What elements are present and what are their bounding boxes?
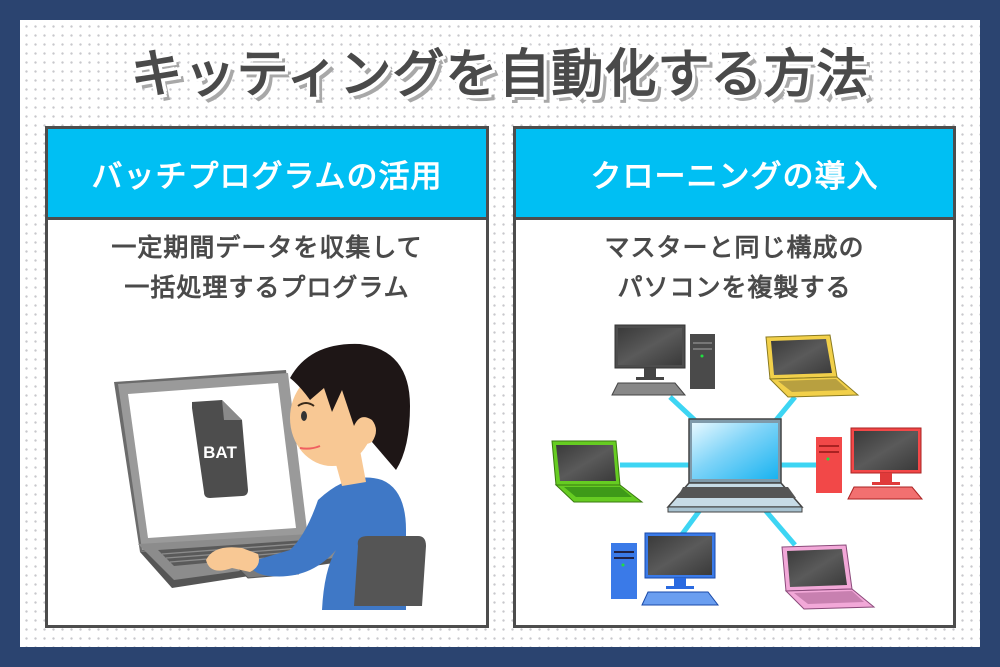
panel-heading-text: クローニングの導入 bbox=[590, 158, 879, 195]
gray-desktop-icon bbox=[611, 324, 715, 396]
panel-description: 一定期間データを収集して 一括処理するプログラム bbox=[48, 220, 486, 308]
svg-text:BAT: BAT bbox=[203, 443, 237, 462]
person-at-laptop-illustration: BAT bbox=[110, 330, 430, 610]
description-line: マスターと同じ構成の bbox=[604, 233, 865, 262]
description-line: 一括処理するプログラム bbox=[124, 273, 410, 302]
red-desktop-icon bbox=[816, 427, 924, 500]
yellow-laptop-icon bbox=[765, 334, 860, 398]
network-diagram-icon bbox=[551, 324, 924, 610]
pink-laptop-icon bbox=[781, 544, 876, 610]
panel-description: マスターと同じ構成の パソコンを複製する bbox=[516, 220, 953, 308]
panel-heading-text: バッチプログラムの活用 bbox=[91, 158, 443, 195]
bat-file-icon: BAT bbox=[192, 400, 248, 498]
panel-heading: クローニングの導入 bbox=[516, 129, 953, 220]
green-laptop-icon bbox=[551, 440, 644, 503]
master-laptop-icon bbox=[666, 418, 804, 513]
description-line: パソコンを複製する bbox=[617, 273, 852, 302]
description-line: 一定期間データを収集して bbox=[111, 233, 423, 262]
panel-heading: バッチプログラムの活用 bbox=[48, 129, 486, 220]
page-title: キッティングを自動化する方法 bbox=[130, 45, 870, 105]
panel-cloning: クローニングの導入 マスターと同じ構成の パソコンを複製する bbox=[513, 126, 956, 628]
blue-desktop-icon bbox=[611, 532, 720, 606]
cloning-network-illustration bbox=[540, 315, 940, 615]
person-laptop-icon: BAT bbox=[114, 343, 426, 610]
